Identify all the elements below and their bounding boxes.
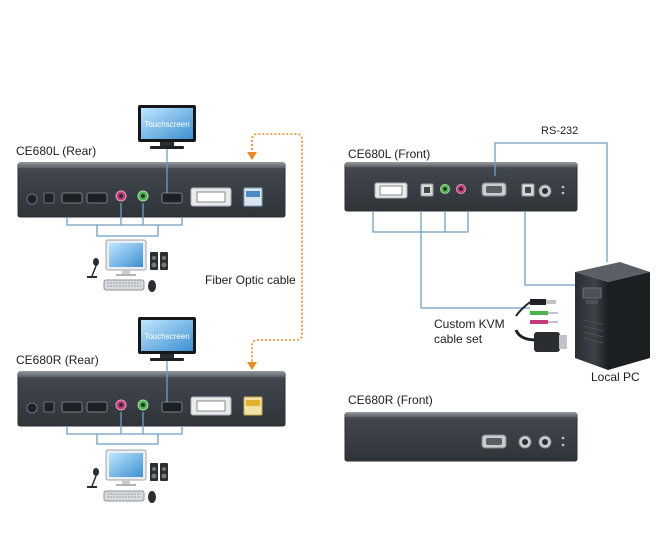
ce680l-front-label: CE680L (Front) [348,147,431,161]
custom-kvm-label-line2: cable set [434,332,483,346]
touchscreen-label-1: Touchscreen [144,120,189,129]
touchscreen-monitor-icon [138,105,196,193]
ce680l-front-wires [372,142,608,309]
mouse-icon [148,280,156,292]
speaker-icon [150,463,168,481]
microphone-icon [87,468,99,488]
keyboard-icon [103,279,145,291]
fiber-optic-cable-line [247,133,303,370]
ce680r-rear-device [17,371,286,427]
local-pc-label: Local PC [591,370,640,384]
tower-pc-icon [575,262,650,370]
ce680r-front-device [344,412,578,462]
custom-kvm-label-line1: Custom KVM [434,317,505,331]
monitor-icon [105,449,147,486]
ce680r-rear-peripheral-wires [66,412,183,445]
speaker-icon [150,252,168,270]
ce680l-rear-device [17,162,286,218]
microphone-icon [87,258,99,278]
ce680l-rear-label: CE680L (Rear) [16,144,97,158]
peripherals-set-1 [87,239,168,292]
fiber-optic-cable-label: Fiber Optic cable [205,273,296,287]
touchscreen-monitor-icon [138,317,196,402]
rs232-label: RS-232 [541,125,579,137]
ce680l-front-device [344,162,578,212]
peripherals-set-2 [87,449,168,503]
ce680r-front-label: CE680R (Front) [348,393,433,407]
keyboard-icon [103,490,145,502]
ce680r-rear-label: CE680R (Rear) [16,353,99,367]
mouse-icon [148,491,156,503]
connector-plug-icon [514,299,567,352]
touchscreen-label-2: Touchscreen [144,332,189,341]
monitor-icon [105,239,147,276]
ce680l-rear-peripheral-wires [66,203,183,237]
